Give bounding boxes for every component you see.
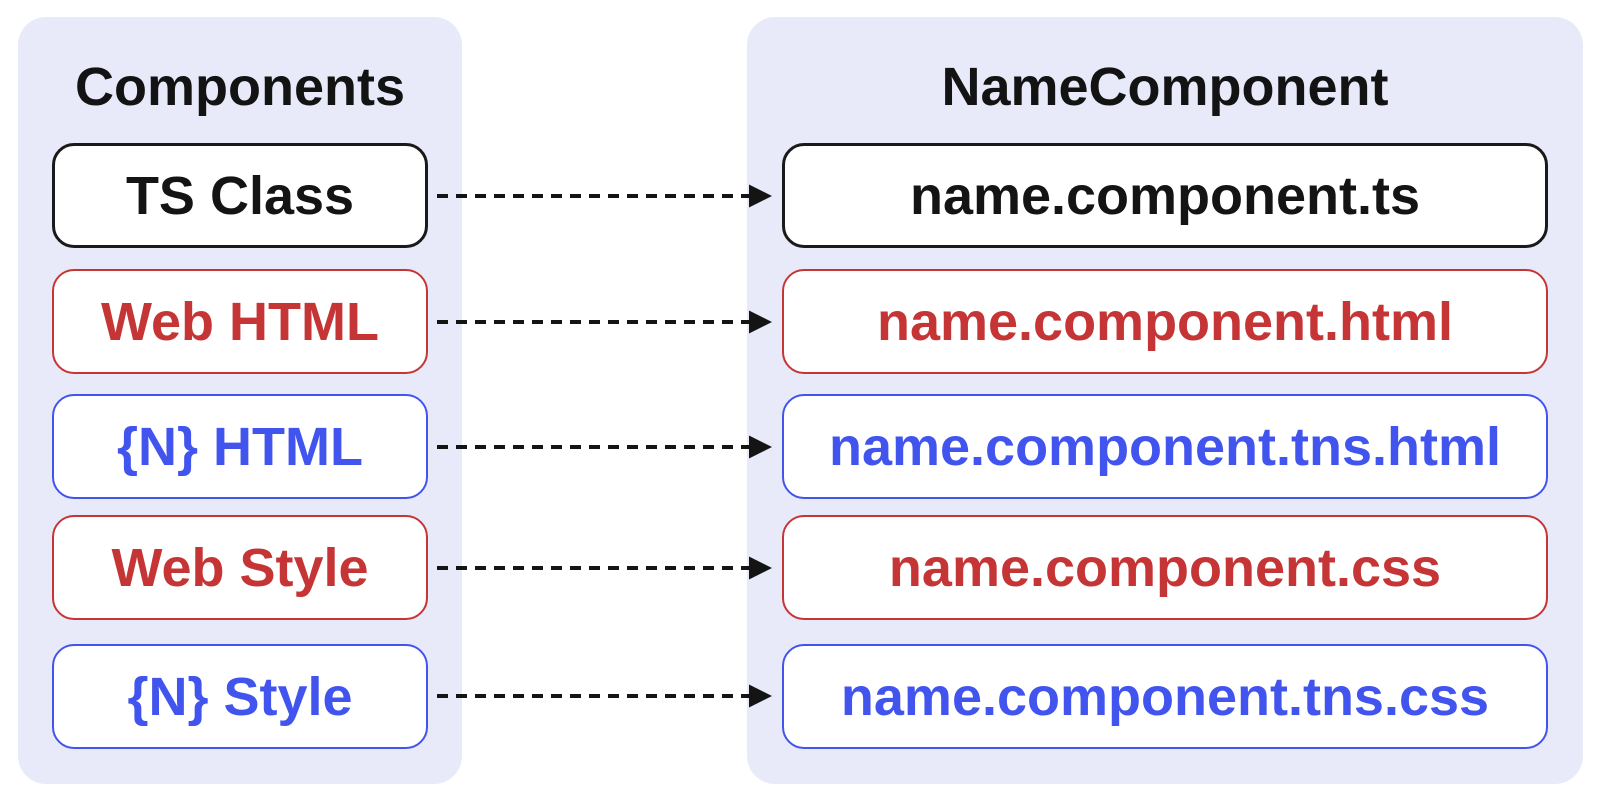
components-panel-title: Components (75, 57, 405, 117)
box-name-component-css: name.component.css (782, 515, 1548, 620)
arrow-web-style-to-css (437, 556, 772, 580)
box-name-component-html: name.component.html (782, 269, 1548, 374)
name-component-panel: NameComponent name.component.ts name.com… (747, 17, 1583, 784)
box-name-component-tns-html: name.component.tns.html (782, 394, 1548, 499)
arrow-ns-html-to-tns-html (437, 435, 772, 459)
arrow-ts-class-to-ts (437, 184, 772, 208)
components-panel: Components TS Class Web HTML {N} HTML We… (18, 17, 462, 784)
box-name-component-ts: name.component.ts (782, 143, 1548, 248)
arrow-ns-style-to-tns-css (437, 684, 772, 708)
arrow-web-html-to-html (437, 310, 772, 334)
name-component-panel-title: NameComponent (941, 57, 1389, 117)
box-name-component-tns-css: name.component.tns.css (782, 644, 1548, 749)
box-web-html: Web HTML (52, 269, 428, 374)
box-web-style: Web Style (52, 515, 428, 620)
box-ns-style: {N} Style (52, 644, 428, 749)
box-ts-class: TS Class (52, 143, 428, 248)
box-ns-html: {N} HTML (52, 394, 428, 499)
